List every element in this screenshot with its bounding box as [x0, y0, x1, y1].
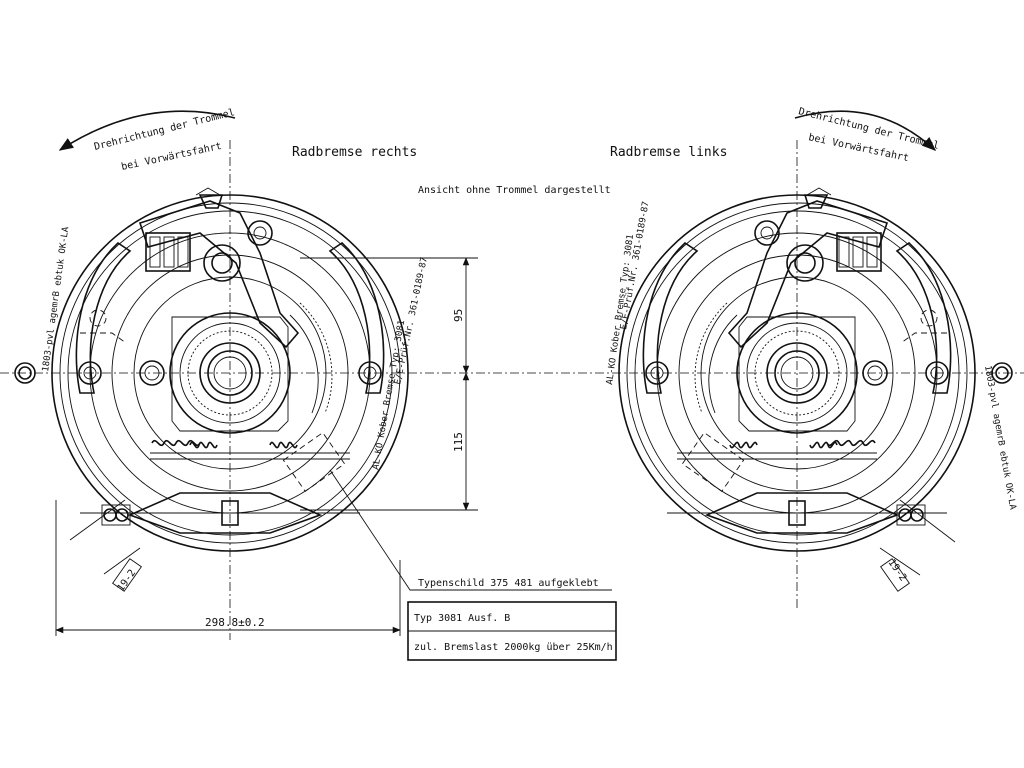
marking-right: 1803-pvl agemrB ebtuk OK-LA — [41, 226, 71, 373]
view-note: Ansicht ohne Trommel dargestellt — [418, 185, 611, 196]
dim-19-2-leader-right — [69, 499, 126, 541]
rotation-arrow-right — [58, 110, 236, 151]
dim-19-2-left: 19-2 — [886, 557, 909, 583]
marking-left: 1803-pvl agemrB ebtuk OK-LA — [982, 365, 1017, 511]
spec-line-1: Typ 3081 Ausf. B — [414, 613, 510, 624]
title-right: Radbremse rechts — [292, 145, 417, 160]
dim-95-label: 95 — [452, 309, 465, 322]
rotation-arrow-left — [794, 110, 937, 151]
rotation-label-right-2: bei Vorwärtsfahrt — [120, 141, 222, 173]
left-wheel-brake — [618, 187, 1013, 552]
dim-19-2-right: 19-2 — [115, 568, 138, 594]
dimension-width — [55, 500, 401, 636]
nameplate-label: Typenschild 375 481 aufgeklebt — [418, 578, 599, 589]
dim-115-label: 115 — [452, 432, 465, 452]
title-left: Radbremse links — [610, 145, 727, 160]
spec-line-2: zul. Bremslast 2000kg über 25Km/h — [414, 642, 613, 653]
dim-width-label: 298.8±0.2 — [205, 616, 265, 629]
nameplate-leader — [329, 469, 612, 591]
right-wheel-brake — [14, 187, 409, 552]
dim-19-2-leader-left — [899, 499, 956, 543]
dimension-vertical — [300, 257, 478, 511]
